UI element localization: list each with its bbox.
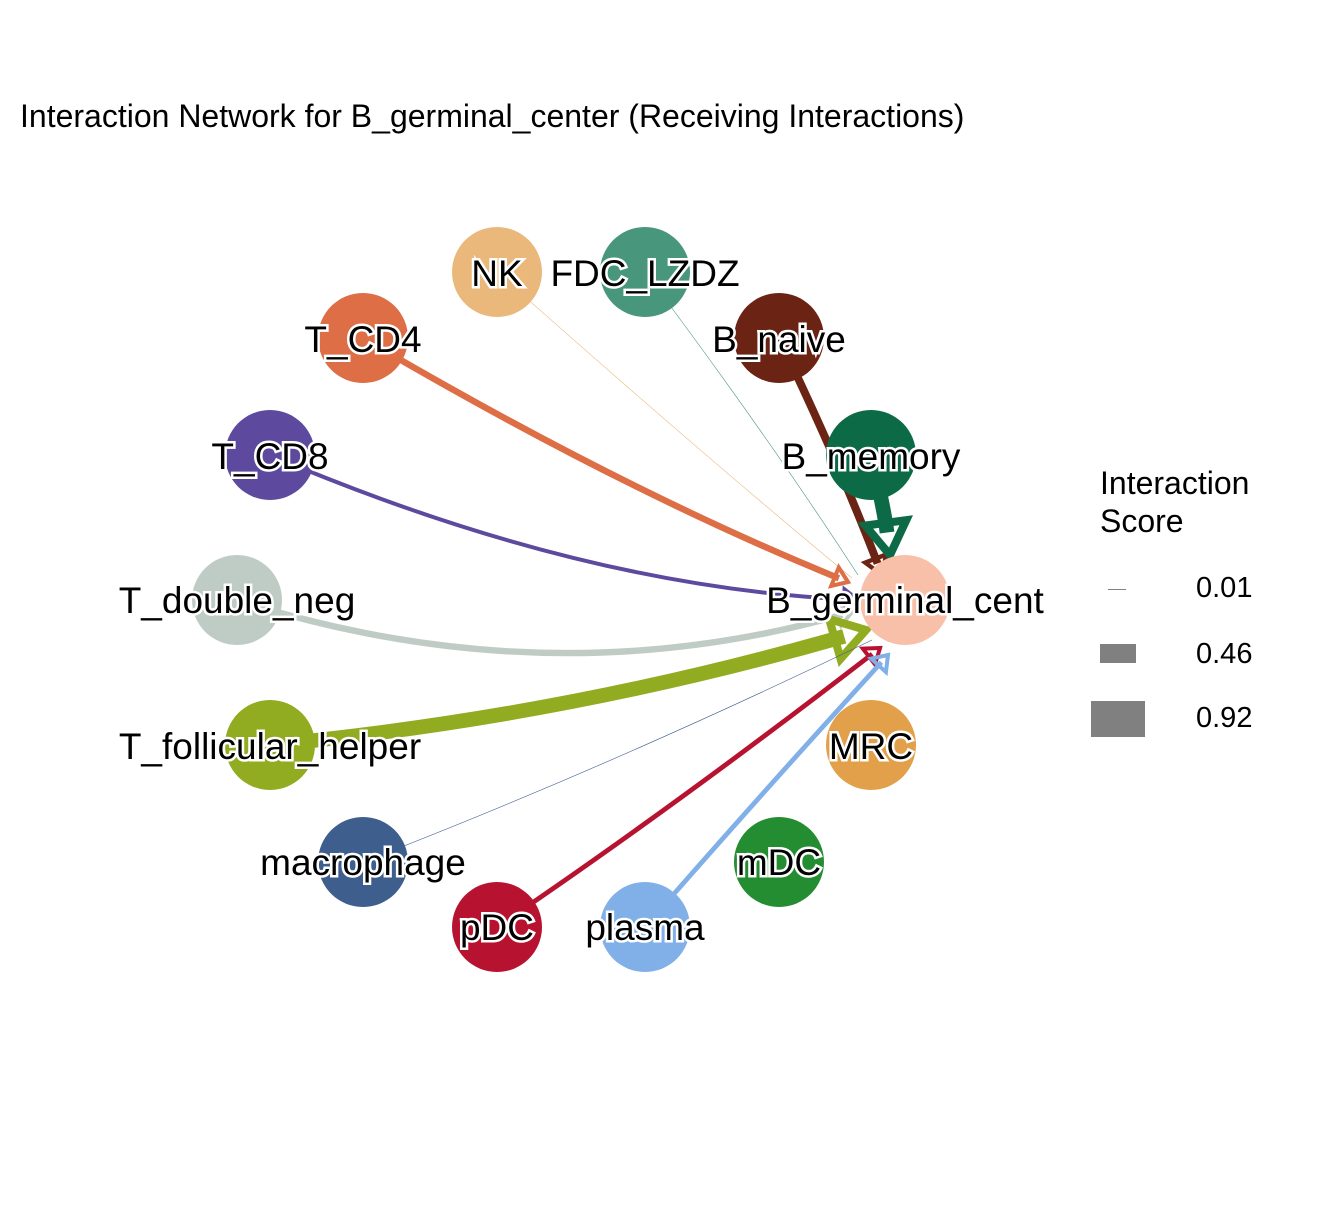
- node-label-B_germinal_center: B_germinal_cent: [766, 580, 1044, 621]
- edge-T_CD8: [269, 453, 849, 602]
- node-macrophage: [318, 817, 408, 907]
- node-label-MRC: MRC: [829, 726, 913, 767]
- arrowhead-T_CD8: [841, 585, 862, 614]
- node-label-B_naive: B_naive: [712, 319, 846, 360]
- node-label-B_memory: B_memory: [782, 436, 961, 477]
- legend-key-small: [1108, 589, 1126, 590]
- legend-label: 0.92: [1196, 702, 1253, 734]
- legend-title: Interaction Score: [1100, 465, 1250, 539]
- interaction-network: B_germinal_cent NK FDC_LZDZ B_naiveB_memory…: [116, 227, 1045, 972]
- legend-label: 0.46: [1196, 638, 1253, 670]
- node-T_follicular_helper: [225, 700, 315, 790]
- node-layer: [192, 227, 950, 972]
- node-B_memory: [826, 410, 916, 500]
- arrowhead-plasma: [866, 652, 891, 677]
- node-T_CD8: [225, 410, 315, 500]
- node-label-T_double_neg: T_double_neg: [119, 580, 356, 621]
- node-mDC: [734, 817, 824, 907]
- node-label-T_follicular_helper: T_follicular_helper: [119, 726, 421, 767]
- edge-macrophage: [362, 639, 873, 863]
- arrowhead-T_CD4: [827, 563, 852, 589]
- node-B_naive: [734, 293, 824, 383]
- node-pDC: [452, 882, 542, 972]
- arrowhead-B_memory: [857, 515, 913, 563]
- node-label-macrophage: macrophage: [260, 842, 466, 883]
- edge-FDC_LZDZ: [644, 271, 859, 576]
- node-label-T_CD8: T_CD8: [211, 436, 328, 477]
- legend-item: 0.01: [1090, 568, 1310, 618]
- node-T_CD4: [318, 293, 408, 383]
- node-T_double_neg: [192, 555, 282, 645]
- edge-T_double_neg: [236, 596, 844, 657]
- edge-T_CD4: [361, 335, 841, 582]
- arrowhead-T_follicular_helper: [823, 613, 874, 667]
- legend-key-large: [1091, 701, 1145, 737]
- node-label-plasma: plasma: [585, 907, 705, 948]
- legend-item: 0.46: [1090, 634, 1310, 684]
- legend-label: 0.01: [1196, 572, 1253, 604]
- node-label-pDC: pDC: [460, 907, 534, 948]
- node-NK: [452, 227, 542, 317]
- node-MRC: [826, 700, 916, 790]
- node-B_germinal_center: [860, 555, 950, 645]
- node-label-T_CD4: T_CD4: [304, 319, 421, 360]
- node-FDC_LZDZ: [600, 227, 690, 317]
- chart-title: Interaction Network for B_germinal_cente…: [20, 98, 965, 134]
- edge-NK: [496, 271, 853, 579]
- arrowhead-T_double_neg: [832, 603, 856, 630]
- edge-pDC: [495, 652, 874, 929]
- node-plasma: [600, 882, 690, 972]
- legend: Interaction Score 0.01 0.46 0.92: [1090, 460, 1310, 760]
- edge-T_follicular_helper: [269, 629, 847, 753]
- legend-key-medium: [1100, 644, 1136, 663]
- node-label-FDC_LZDZ: FDC_LZDZ: [550, 253, 739, 294]
- legend-item: 0.92: [1090, 698, 1310, 748]
- label-layer: B_germinal_cent NK FDC_LZDZ B_naiveB_memory…: [116, 251, 1045, 951]
- node-label-mDC: mDC: [737, 842, 821, 883]
- node-label-NK: NK: [471, 253, 523, 294]
